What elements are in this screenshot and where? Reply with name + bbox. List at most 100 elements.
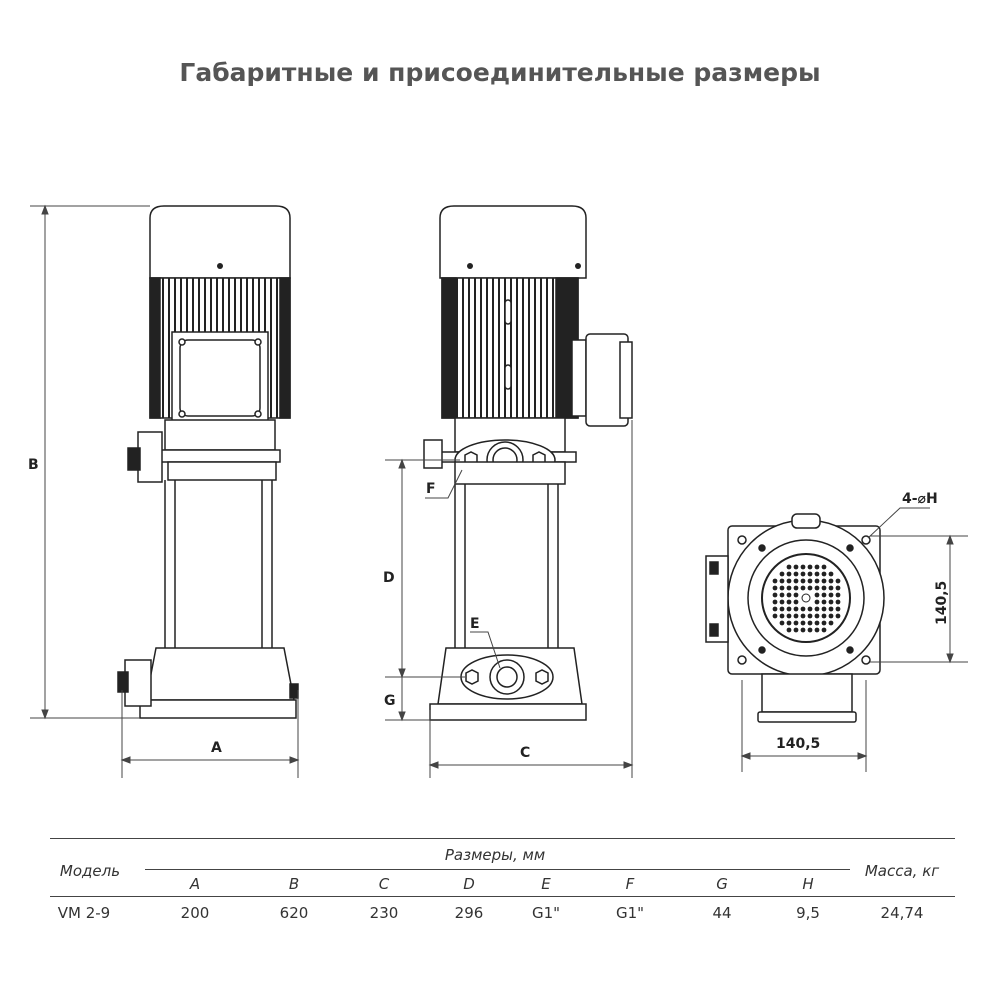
col-header-f: F	[625, 875, 635, 893]
grill-dot	[821, 606, 827, 612]
grill-dot	[821, 620, 827, 626]
grill-dot	[793, 620, 799, 626]
grill-dot	[814, 571, 820, 577]
grill-dot	[821, 613, 827, 619]
grill-dot	[814, 578, 820, 584]
grill-dot	[807, 578, 813, 584]
dim-label-width: 140,5	[776, 736, 820, 752]
grill-dot	[835, 606, 841, 612]
grill-dot	[807, 606, 813, 612]
grill-dot	[828, 613, 834, 619]
dim-label-g: G	[384, 693, 396, 709]
grill-dot	[814, 620, 820, 626]
row-value-g: 44	[712, 904, 732, 922]
grill-dot	[786, 571, 792, 577]
dims-header: Размеры, мм	[444, 846, 546, 864]
grill-dot	[786, 585, 792, 591]
grill-dot	[779, 578, 785, 584]
grill-dot	[814, 599, 820, 605]
grill-dot	[793, 613, 799, 619]
grill-dot	[807, 571, 813, 577]
dim-label-d: D	[383, 570, 395, 586]
grill-dot	[786, 620, 792, 626]
row-value-d: 296	[454, 904, 484, 922]
grill-dot	[772, 613, 778, 619]
dim-label-height: 140,5	[934, 581, 950, 625]
grill-dot	[814, 585, 820, 591]
row-value-h: 9,5	[796, 904, 820, 922]
mass-header: Масса, кг	[864, 862, 940, 880]
grill-dot	[821, 585, 827, 591]
grill-hub	[801, 593, 811, 603]
grill-dot	[793, 592, 799, 598]
grill-dot	[814, 627, 820, 633]
table-mid-rule	[50, 896, 955, 897]
grill-dot	[821, 627, 827, 633]
grill-dot	[779, 599, 785, 605]
col-header-h: H	[802, 875, 814, 893]
grill-dot	[828, 585, 834, 591]
grill-dot	[807, 585, 813, 591]
col-header-g: G	[716, 875, 728, 893]
row-value-f: G1"	[615, 904, 645, 922]
dim-label-a: A	[211, 740, 222, 756]
row-model: VM 2-9	[57, 904, 111, 922]
grill-dot	[772, 585, 778, 591]
grill-dot	[828, 592, 834, 598]
grill-dot	[828, 620, 834, 626]
grill-dot	[793, 606, 799, 612]
grill-dot	[786, 613, 792, 619]
grill-dot	[835, 613, 841, 619]
grill-dot	[814, 564, 820, 570]
dim-label-e: E	[470, 616, 480, 632]
dim-label-holes: 4-⌀H	[902, 491, 938, 507]
grill-dot	[793, 627, 799, 633]
row-value-e: G1"	[531, 904, 561, 922]
grill-dot	[828, 599, 834, 605]
dim-label-c: C	[520, 745, 530, 761]
grill-dot	[772, 599, 778, 605]
grill-dot	[793, 571, 799, 577]
bottom-view-dimensions	[740, 507, 968, 772]
side-view-dimensions	[385, 420, 634, 778]
col-header-d: D	[463, 875, 475, 893]
grill-dot	[779, 613, 785, 619]
grill-dot	[807, 620, 813, 626]
grill-dot	[835, 585, 841, 591]
grill-dot	[800, 585, 806, 591]
grill-dot	[821, 599, 827, 605]
front-view-dimensions	[30, 204, 300, 778]
grill-dot	[828, 578, 834, 584]
front-view	[117, 205, 299, 719]
side-view	[423, 205, 633, 721]
grill-dot	[800, 627, 806, 633]
grill-dot	[814, 613, 820, 619]
grill-dot	[800, 606, 806, 612]
row-mass: 24,74	[880, 904, 924, 922]
grill-dot	[807, 627, 813, 633]
grill-dot	[800, 613, 806, 619]
grill-dot	[779, 606, 785, 612]
grill-dot	[821, 578, 827, 584]
row-value-b: 620	[279, 904, 309, 922]
grill-dot	[821, 564, 827, 570]
dimensions-table: Модель Размеры, мм Масса, кг A B C D E F…	[50, 838, 955, 928]
grill-dot	[821, 592, 827, 598]
grill-dot	[800, 571, 806, 577]
dim-label-f: F	[426, 481, 436, 497]
grill-dot	[807, 564, 813, 570]
col-header-a: A	[189, 875, 201, 893]
grill-dot	[779, 620, 785, 626]
row-value-a: 200	[180, 904, 210, 922]
dim-label-b: B	[28, 457, 39, 473]
grill-dot	[786, 606, 792, 612]
grill-dot	[786, 627, 792, 633]
fan-grill-perforations	[772, 564, 841, 633]
col-header-b: B	[288, 875, 300, 893]
grill-dot	[835, 578, 841, 584]
grill-dot	[793, 585, 799, 591]
grill-dot	[786, 599, 792, 605]
col-header-e: E	[541, 875, 551, 893]
grill-dot	[821, 571, 827, 577]
grill-dot	[779, 592, 785, 598]
